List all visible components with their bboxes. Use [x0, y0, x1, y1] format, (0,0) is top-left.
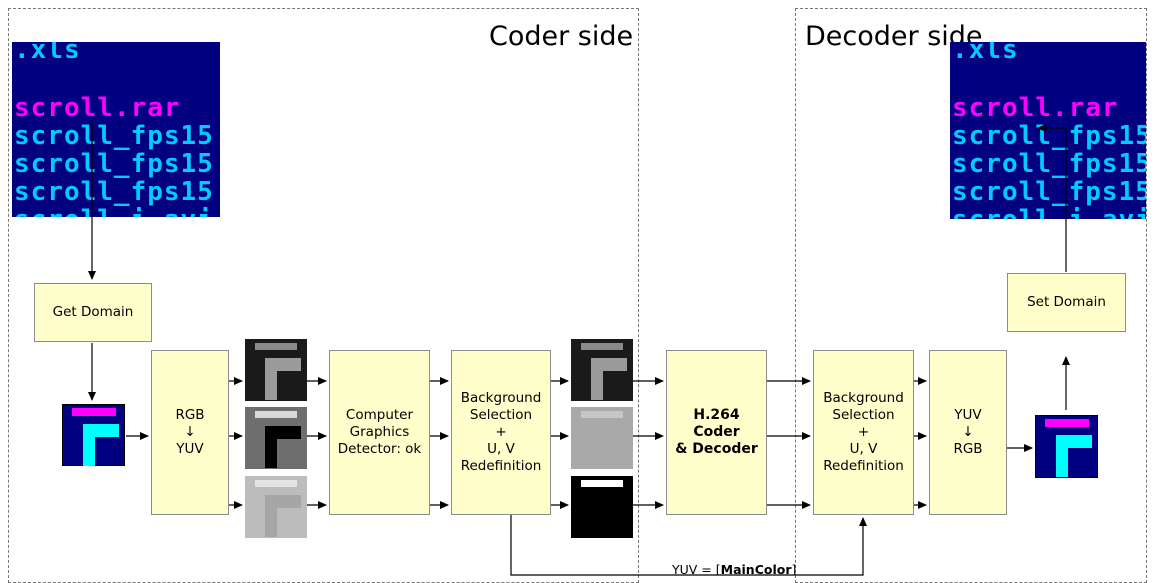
- main-color-prefix: YUV = [: [672, 562, 721, 577]
- main-color-label: YUV = [MainColor]: [672, 562, 796, 577]
- main-color-suffix: ]: [792, 562, 797, 577]
- main-color-value: MainColor: [721, 562, 792, 577]
